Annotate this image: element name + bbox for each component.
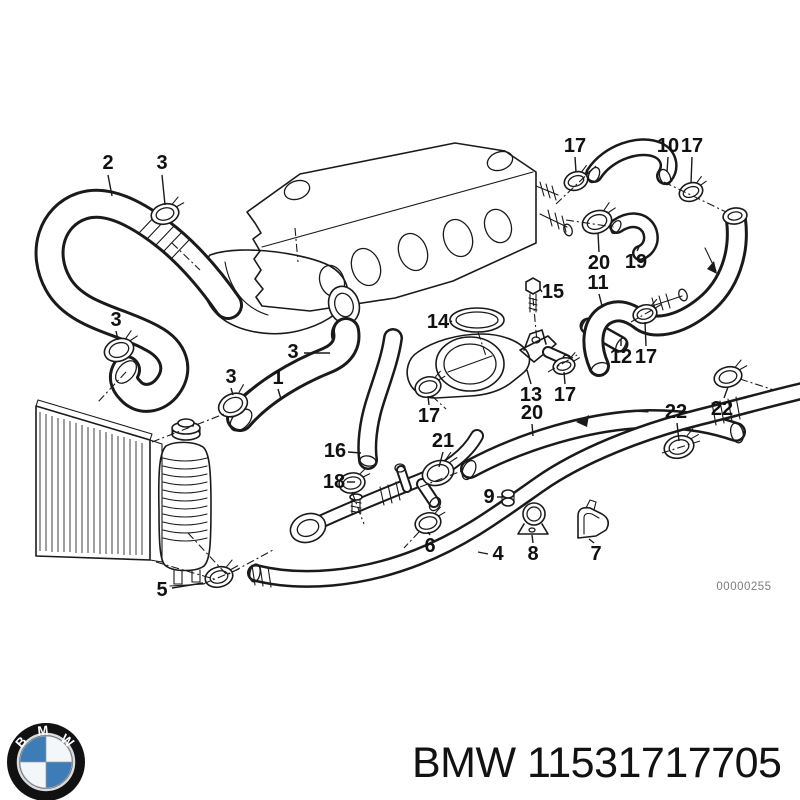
nut-9-icon [501, 489, 515, 507]
clamp-22b-icon [713, 359, 748, 389]
part-callout-1: 1 [272, 367, 284, 389]
radiator-cap-icon [171, 418, 201, 441]
hose-2 [34, 188, 243, 413]
radiator [35, 399, 212, 587]
clamp-20a-icon [581, 202, 616, 235]
engine-fitting-icon [535, 181, 573, 237]
part-callout-22: 22 [664, 401, 688, 423]
part-callout-21: 21 [431, 430, 455, 452]
hose-1 [226, 317, 361, 432]
part-callout-6: 6 [424, 535, 436, 557]
part-callout-3: 3 [287, 341, 299, 363]
clamp-18-icon [338, 467, 371, 494]
clamp-3c-icon [217, 384, 251, 418]
part-callout-10: 10 [656, 135, 680, 157]
clamp-3b-icon [103, 330, 138, 363]
parts-diagram-image[interactable] [0, 0, 800, 720]
part-callout-20: 20 [520, 402, 544, 424]
part-callout-15: 15 [541, 281, 565, 303]
part-callout-19: 19 [624, 251, 648, 273]
clamp-17e-icon [414, 370, 446, 399]
hose-19 [609, 212, 659, 261]
callout-leader-lines [107, 156, 729, 589]
expansion-tank [157, 418, 212, 587]
o-ring-14-icon [449, 307, 505, 333]
part-callout-8: 8 [527, 543, 539, 565]
part-callout-20: 20 [587, 252, 611, 274]
clamp-6-icon [414, 506, 446, 535]
bmw-logo-letter-m: M [37, 722, 49, 738]
part-callout-13: 13 [519, 384, 543, 406]
part-callout-3: 3 [225, 366, 237, 388]
hose-16 [357, 328, 403, 470]
clamp-21-icon [421, 451, 458, 487]
part-number-caption: BMW 11531717705 [412, 739, 782, 787]
clamp-22a-icon [663, 428, 699, 460]
hose-20 [460, 409, 746, 481]
clamp-17b-icon [678, 175, 707, 203]
part-callout-18: 18 [322, 471, 346, 493]
part-callout-22: 22 [710, 398, 734, 420]
part-callout-2: 2 [102, 152, 114, 174]
water-pipe [289, 429, 484, 544]
clamp-3a-icon [150, 196, 185, 226]
part-callout-16: 16 [323, 440, 347, 462]
part-callout-4: 4 [492, 543, 504, 565]
part-callout-11: 11 [587, 272, 609, 294]
part-callout-12: 12 [609, 346, 633, 368]
part-callout-7: 7 [590, 543, 602, 565]
part-callout-17: 17 [553, 384, 577, 406]
hose-4 [247, 382, 800, 588]
bmw-logo: B M W [7, 722, 85, 800]
part-callout-9: 9 [483, 486, 495, 508]
bracket-7-icon [577, 499, 610, 539]
part-callout-14: 14 [426, 311, 450, 333]
holder-8-icon [517, 502, 549, 535]
part-callout-3: 3 [156, 152, 168, 174]
part-callout-17: 17 [634, 346, 658, 368]
part-callout-3: 3 [110, 309, 122, 331]
image-watermark: 00000255 [716, 581, 772, 593]
part-callout-17: 17 [680, 135, 704, 157]
part-callout-17: 17 [417, 405, 441, 427]
projection-lines [97, 165, 775, 585]
part-callout-17: 17 [563, 135, 587, 157]
part-callout-5: 5 [156, 579, 168, 601]
